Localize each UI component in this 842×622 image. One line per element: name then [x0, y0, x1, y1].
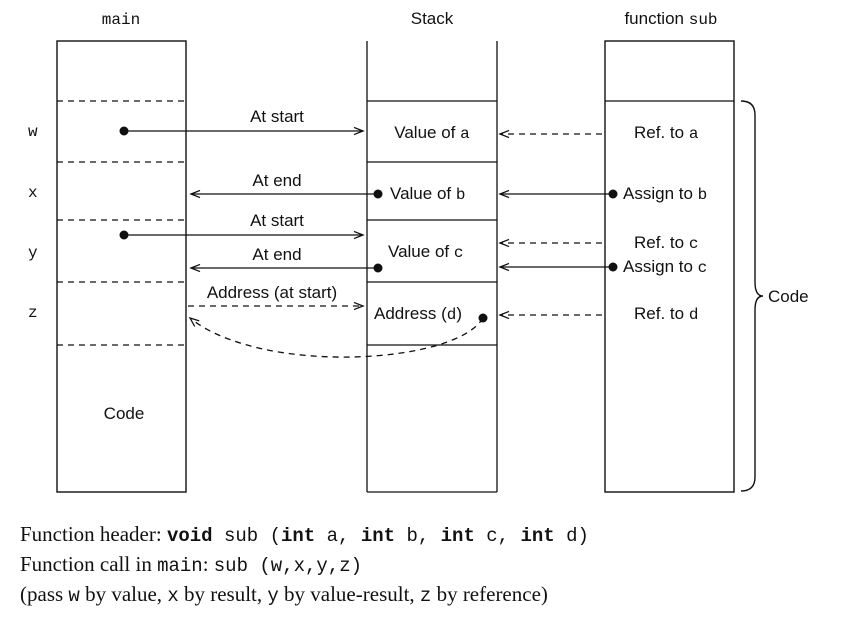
sub-ref-d: Ref. to d — [634, 304, 698, 324]
dot-assign-c — [608, 262, 618, 272]
caption-function-header: Function header: void sub (int a, int b,… — [20, 522, 589, 547]
dot-assign-b — [608, 189, 618, 199]
label-x-at-end: At end — [252, 171, 301, 190]
stack-cell-c: Value of c — [388, 242, 463, 262]
dot-w — [119, 126, 129, 136]
label-z-address: Address (at start) — [207, 283, 337, 302]
code-brace — [740, 100, 764, 492]
dot-y — [119, 230, 129, 240]
main-box — [56, 40, 187, 493]
var-y-label: y — [28, 244, 38, 262]
main-header: main — [102, 11, 140, 29]
dot-stack-d — [478, 313, 488, 323]
dot-stack-c — [373, 263, 383, 273]
parameter-passing-diagram: main Stack function sub Code w x y z Val… — [28, 9, 809, 493]
var-z-label: z — [28, 304, 38, 322]
stack-header: Stack — [411, 9, 454, 28]
sub-ref-a: Ref. to a — [634, 123, 699, 143]
caption-pass-modes: (pass w by value, x by result, y by valu… — [20, 582, 548, 607]
stack-cell-a: Value of a — [394, 123, 470, 143]
main-code-label: Code — [104, 404, 145, 423]
arrow-d-curve-to-z — [190, 318, 484, 358]
stack-cell-d: Address (d) — [374, 304, 462, 324]
sub-assign-b: Assign to b — [623, 184, 707, 204]
var-x-label: x — [28, 184, 38, 202]
dot-stack-b — [373, 189, 383, 199]
sub-header: function sub — [624, 9, 717, 29]
brace-code-label: Code — [768, 287, 809, 306]
caption-function-call: Function call in main: sub (w,x,y,z) — [20, 552, 363, 577]
label-w-at-start: At start — [250, 107, 304, 126]
label-y-at-end: At end — [252, 245, 301, 264]
stack-cell-b: Value of b — [390, 184, 465, 204]
label-y-at-start: At start — [250, 211, 304, 230]
sub-assign-c: Assign to c — [623, 257, 707, 277]
var-w-label: w — [28, 123, 38, 141]
sub-ref-c: Ref. to c — [634, 233, 698, 253]
